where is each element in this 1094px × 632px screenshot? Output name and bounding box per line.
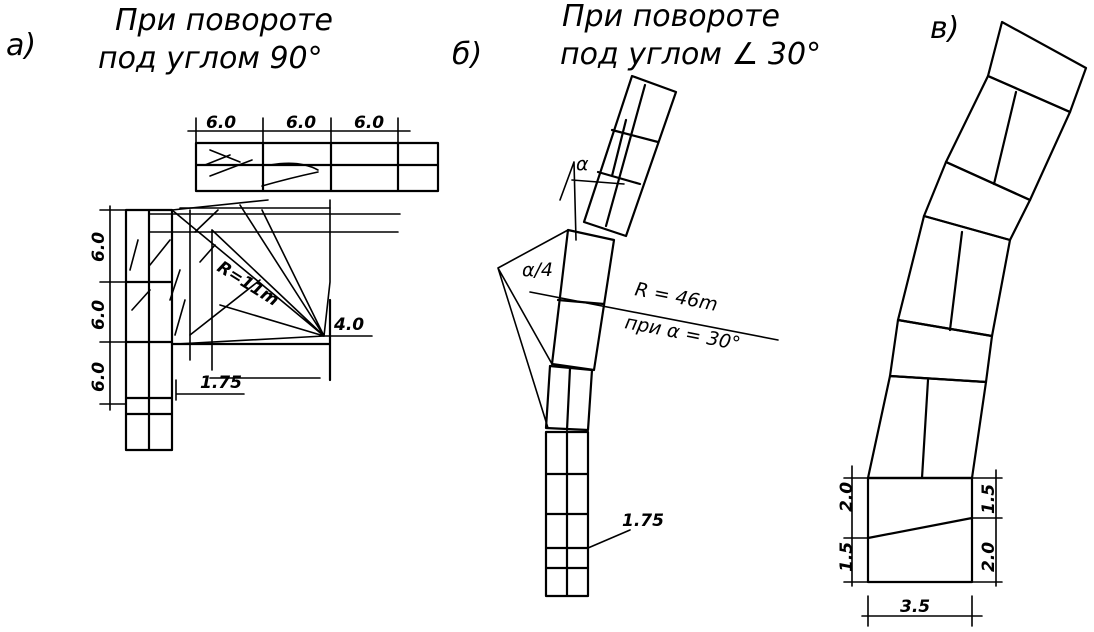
panel-a-top-dimensions: 6.0 6.0 6.0 — [187, 113, 411, 151]
panel-b-title-line2: под углом ∠ 30° — [560, 37, 821, 72]
dim-left-3: 6.0 — [89, 362, 109, 392]
dim-c-left-1: 2.0 — [837, 482, 857, 512]
panel-b-radius: R = 46m — [633, 278, 720, 316]
dim-top-3: 6.0 — [354, 113, 384, 133]
panel-a-letter: а) — [6, 28, 36, 63]
dim-c-right-2: 2.0 — [979, 542, 999, 572]
panel-a-horizontal-strip — [149, 141, 440, 233]
panel-b: б) При повороте под углом ∠ 30° α α/4 R … — [452, 0, 821, 598]
panel-c-letter: в) — [930, 11, 959, 46]
dim-c-right-1: 1.5 — [979, 484, 999, 514]
panel-a-offset: 4.0 — [333, 315, 364, 335]
dim-top-2: 6.0 — [286, 113, 316, 133]
panel-c: в) 2.0 1.5 1.5 2.0 3.5 — [837, 11, 1088, 627]
dim-left-1: 6.0 — [89, 232, 109, 262]
panel-a-vertical-strip — [124, 208, 213, 452]
panel-a: а) При повороте под углом 90° 6.0 6.0 6.… — [6, 3, 440, 452]
panel-a-small-dim: 1.75 — [200, 373, 242, 393]
panel-b-radius-note: при α = 30° — [623, 311, 742, 355]
panel-a-left-dimensions: 6.0 6.0 6.0 — [89, 205, 127, 411]
dim-left-2: 6.0 — [89, 300, 109, 330]
panel-b-title-line1: При повороте — [562, 0, 780, 34]
panel-a-title-line2: под углом 90° — [98, 41, 323, 76]
dim-c-left-2: 1.5 — [837, 542, 857, 572]
panel-b-alpha-quarter: α/4 — [522, 259, 553, 281]
dim-top-1: 6.0 — [206, 113, 236, 133]
panel-c-dimensions: 2.0 1.5 1.5 2.0 3.5 — [837, 465, 1003, 627]
panel-b-angle-construction: α α/4 R = 46m при α = 30° — [497, 153, 779, 429]
panel-a-title-line1: При повороте — [115, 3, 333, 38]
panel-a-turn-geometry — [170, 199, 332, 382]
panel-b-small-dim: 1.75 — [622, 511, 664, 531]
panel-a-radius: R=11m — [213, 257, 282, 310]
dim-c-bottom: 3.5 — [900, 597, 930, 617]
panel-c-curved-strip — [866, 20, 1088, 584]
panel-b-letter: б) — [452, 37, 482, 72]
panel-b-alpha: α — [576, 153, 589, 175]
